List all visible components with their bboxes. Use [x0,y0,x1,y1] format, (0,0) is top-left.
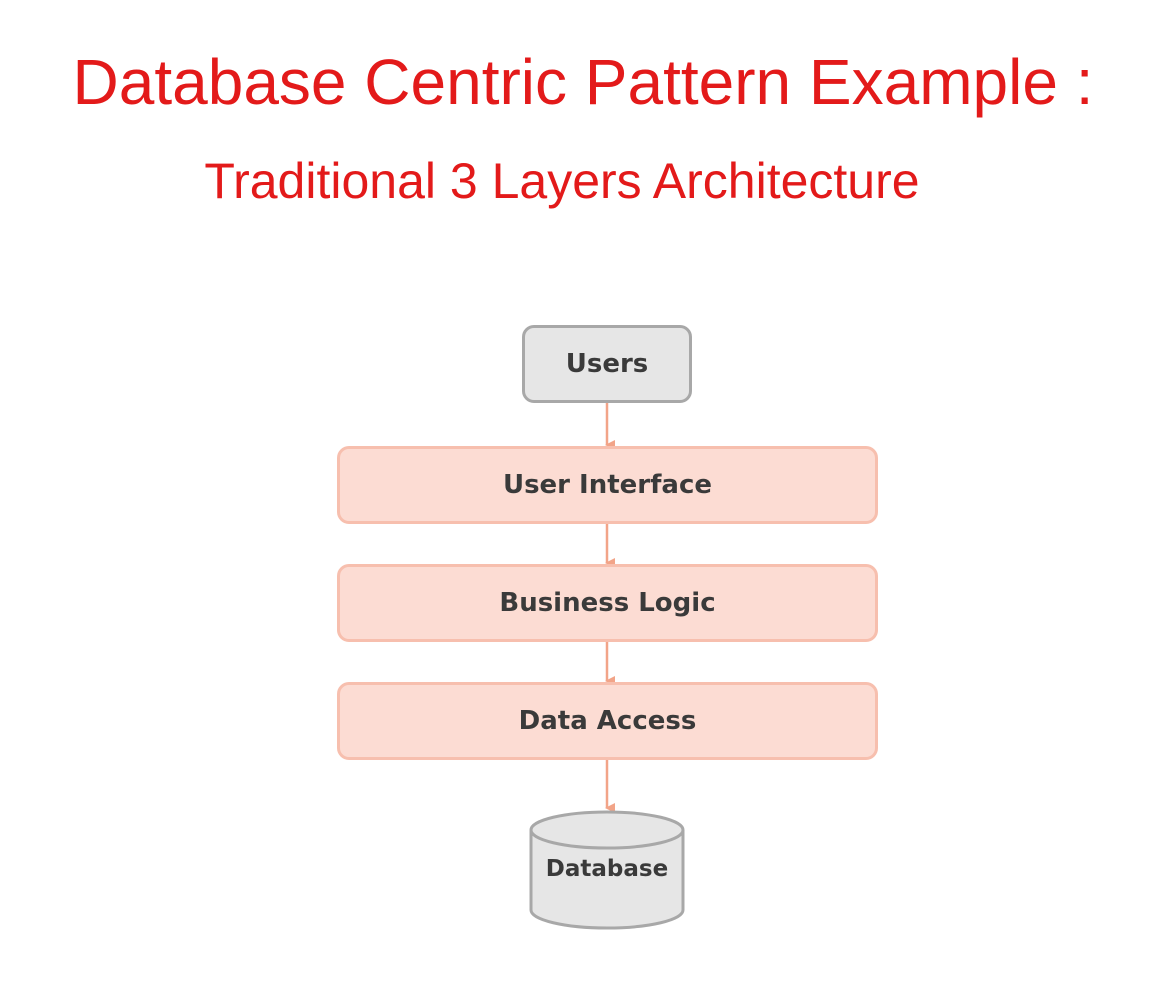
page-subtitle: Traditional 3 Layers Architecture [204,153,920,209]
users-node-label: Users [565,349,649,379]
database-cylinder-icon [529,810,685,930]
user-interface-label: User Interface [502,470,713,500]
database-label: Database [545,856,669,882]
data-access-layer: Data Access [337,682,878,760]
business-logic-label: Business Logic [499,588,716,618]
page-title: Database Centric Pattern Example : [72,46,1094,118]
data-access-label: Data Access [518,706,697,736]
database-node: Database [527,808,687,932]
user-interface-layer: User Interface [337,446,878,524]
users-node: Users [522,325,692,403]
business-logic-layer: Business Logic [337,564,878,642]
